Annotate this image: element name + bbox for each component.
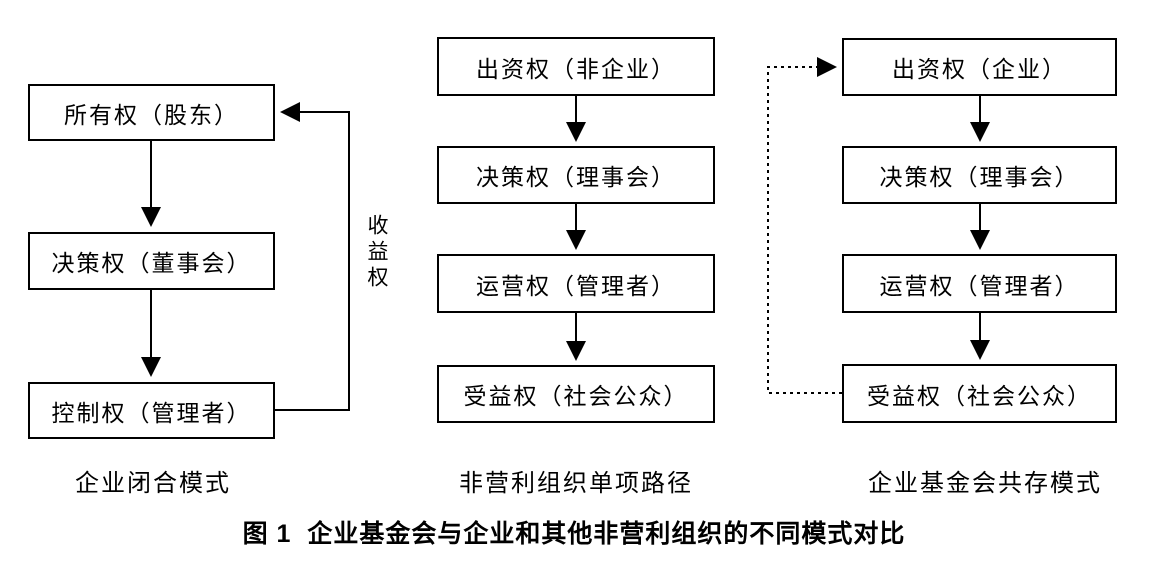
column-label-foundation-coexist-model: 企业基金会共存模式	[868, 471, 1102, 497]
box-operation-managers-right: 运营权（管理者）	[842, 254, 1117, 313]
figure-caption-text: 企业基金会与企业和其他非营利组织的不同模式对比	[307, 520, 906, 548]
figure-caption-number: 图 1	[242, 520, 292, 548]
box-ownership-shareholders: 所有权（股东）	[28, 84, 275, 141]
feedback-loop-solid	[275, 102, 350, 411]
box-decision-board: 决策权（董事会）	[28, 232, 275, 290]
feedback-loop-dotted	[767, 57, 842, 394]
box-funding-non-enterprise: 出资权（非企业）	[437, 37, 715, 96]
feedback-label-income-rights: 收益权	[365, 214, 389, 292]
box-operation-managers-mid: 运营权（管理者）	[437, 254, 715, 313]
box-decision-council-right: 决策权（理事会）	[842, 146, 1117, 204]
box-benefit-public-right: 受益权（社会公众）	[842, 364, 1117, 423]
column-label-nonprofit-path: 非营利组织单项路径	[459, 471, 693, 497]
box-funding-enterprise: 出资权（企业）	[842, 38, 1117, 96]
box-control-managers: 控制权（管理者）	[28, 382, 275, 439]
column-label-closed-model: 企业闭合模式	[75, 471, 231, 497]
figure-caption: 图 1 企业基金会与企业和其他非营利组织的不同模式对比	[243, 514, 906, 550]
box-decision-council-mid: 决策权（理事会）	[437, 146, 715, 204]
box-benefit-public-mid: 受益权（社会公众）	[437, 365, 715, 423]
